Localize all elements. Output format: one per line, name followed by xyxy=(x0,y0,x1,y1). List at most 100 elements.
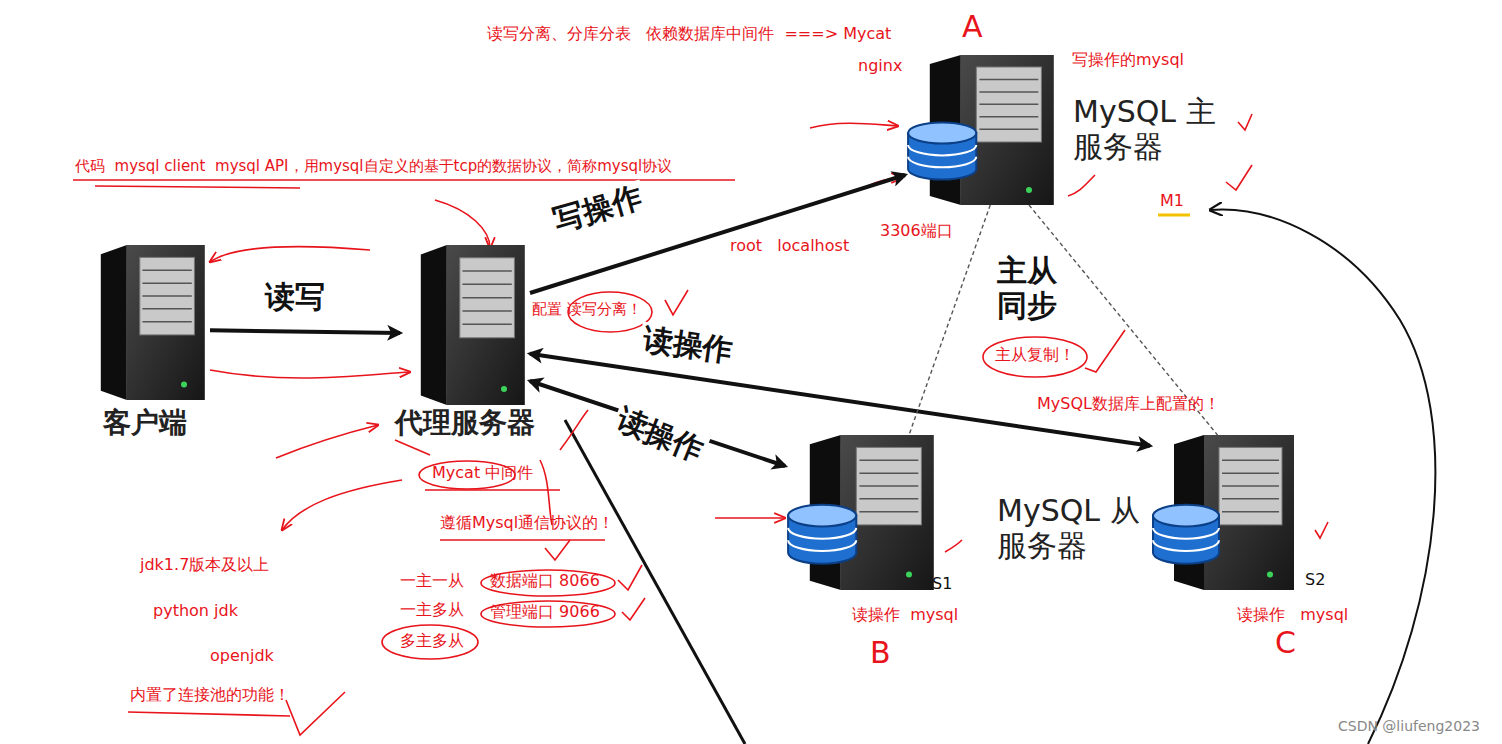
annotation: 代码 mysql client mysql API，用mysql自定义的基于tc… xyxy=(75,158,672,175)
edge-label: 读操作 xyxy=(638,321,738,369)
panel-slot xyxy=(859,472,918,474)
node-title: MySQL 主服务器 xyxy=(1073,95,1218,164)
red-arrow xyxy=(210,247,370,262)
annotation: 读操作 mysql xyxy=(1237,606,1348,624)
flow-arrow xyxy=(530,175,905,293)
panel-slot xyxy=(1222,485,1279,487)
server-side xyxy=(421,245,447,405)
panel-slot xyxy=(142,295,191,297)
annotation: 内置了连接池的功能！ xyxy=(130,686,290,704)
annotation: 写操作的mysql xyxy=(1072,51,1184,69)
power-led xyxy=(501,386,507,392)
server-icon xyxy=(400,245,530,405)
annotation: Mycat 中间件 xyxy=(432,464,533,482)
server-node: S2 xyxy=(1150,435,1300,590)
annotation: root localhost xyxy=(730,237,849,255)
annotation: 主从 同步 xyxy=(997,254,1077,323)
server-front xyxy=(447,245,525,405)
server-panel xyxy=(856,447,921,525)
black-curve-arrow xyxy=(1210,210,1435,744)
edge-label: 读操作 xyxy=(609,401,711,469)
server-node: S1 xyxy=(785,435,940,590)
annotation: 多主多从 xyxy=(400,632,464,650)
red-check xyxy=(1315,522,1328,538)
red-check xyxy=(622,598,645,620)
annotation: 管理端口 9066 xyxy=(490,603,600,621)
annotation: B xyxy=(870,636,891,671)
node-title: 客户端 xyxy=(103,407,187,439)
annotation: 一主多从 xyxy=(400,601,464,619)
server-side xyxy=(101,245,127,400)
panel-slot xyxy=(859,498,918,500)
red-circle xyxy=(481,570,615,596)
red-scribble xyxy=(1068,175,1095,196)
panel-slot xyxy=(859,511,918,513)
red-check xyxy=(1085,330,1125,372)
red-check xyxy=(618,565,642,590)
node-title: S1 xyxy=(932,575,952,593)
red-arrow xyxy=(810,123,898,128)
server-panel xyxy=(1219,447,1282,525)
panel-slot xyxy=(462,270,511,272)
panel-slot xyxy=(462,297,511,299)
power-led xyxy=(1267,572,1273,578)
annotation: openjdk xyxy=(210,647,274,665)
database-top xyxy=(908,123,976,144)
database-ring xyxy=(1153,528,1219,539)
annotation: C xyxy=(1275,626,1296,661)
panel-slot xyxy=(142,282,191,284)
annotation: 3306端口 xyxy=(880,222,953,240)
red-arrow xyxy=(276,425,378,458)
red-check xyxy=(1226,165,1252,190)
watermark: CSDN @liufeng2023 xyxy=(1338,718,1480,734)
server-icon xyxy=(80,245,210,400)
annotation: MySQL 从服务器 xyxy=(997,494,1147,563)
red-check xyxy=(1238,114,1252,130)
power-led xyxy=(906,572,912,578)
annotation: jdk1.7版本及以上 xyxy=(140,556,269,574)
annotation: 遵循Mysql通信协议的！ xyxy=(440,514,614,532)
panel-slot xyxy=(1222,498,1279,500)
server-node: MySQL 主服务器 xyxy=(905,55,1060,205)
database-ring xyxy=(788,528,856,539)
annotation: A xyxy=(962,10,983,45)
red-circle xyxy=(382,625,478,659)
database-top xyxy=(1153,505,1219,527)
annotation: 主从复制！ xyxy=(995,346,1075,364)
database-ring xyxy=(908,145,976,155)
yellow-underline xyxy=(1158,214,1190,217)
red-arrow xyxy=(715,517,785,519)
database-top xyxy=(788,505,856,527)
panel-slot xyxy=(462,310,511,312)
annotation: python jdk xyxy=(153,602,238,620)
red-arrow xyxy=(545,540,570,560)
server-node: 代理服务器 xyxy=(400,245,530,405)
red-arrow xyxy=(210,370,410,378)
server-panel xyxy=(140,257,195,335)
panel-slot xyxy=(859,460,918,462)
flow-arrow xyxy=(210,330,400,333)
red-check xyxy=(286,692,345,735)
node-title: S2 xyxy=(1305,571,1325,589)
server-panel xyxy=(460,258,515,338)
red-scribble xyxy=(945,540,962,552)
red-arrow xyxy=(435,200,490,248)
annotation: nginx xyxy=(858,57,902,75)
annotation: 读写分离、分库分表 依赖数据库中间件 ===> Mycat xyxy=(487,25,891,43)
annotation: M1 xyxy=(1160,192,1184,210)
database-ring xyxy=(788,540,856,551)
red-scribble xyxy=(560,410,588,450)
panel-slot xyxy=(1222,472,1279,474)
panel-slot xyxy=(462,284,511,286)
panel-slot xyxy=(142,321,191,323)
power-led xyxy=(181,382,187,388)
server-panel xyxy=(976,67,1041,142)
database-ring xyxy=(1153,540,1219,551)
edge-label: 读写 xyxy=(262,280,328,315)
red-circle xyxy=(983,337,1087,377)
panel-slot xyxy=(979,79,1038,81)
edge-label: 写操作 xyxy=(547,179,649,239)
annotation: 读操作 mysql xyxy=(852,606,958,624)
panel-slot xyxy=(979,91,1038,93)
server-icon xyxy=(905,55,1060,205)
